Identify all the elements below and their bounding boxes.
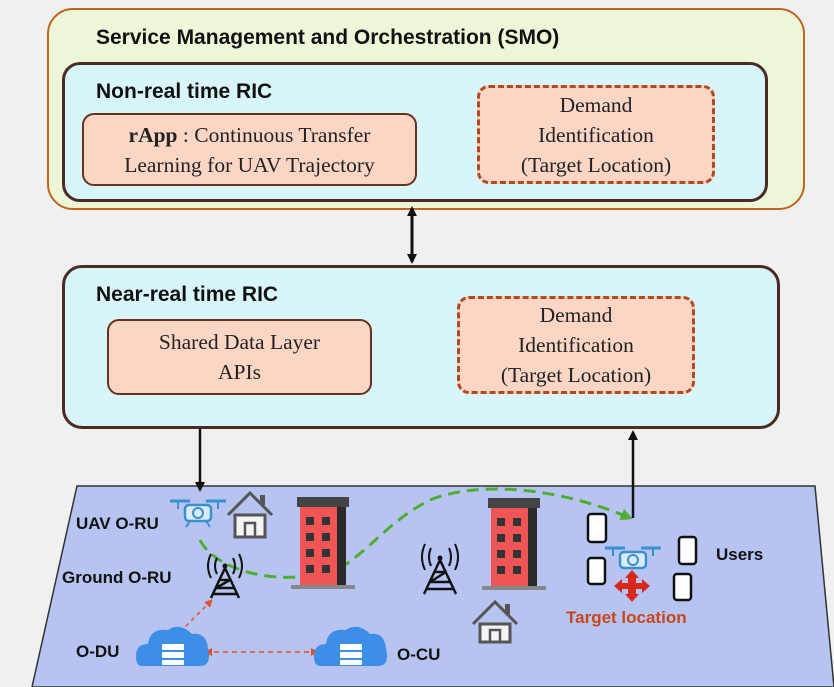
- drone-icon: [605, 546, 661, 570]
- phone-icon: [672, 572, 693, 602]
- sdl-line1: Shared Data Layer: [158, 330, 321, 354]
- non-rt-ric-title: Non-real time RIC: [96, 80, 273, 103]
- house-icon: [226, 490, 274, 539]
- near-rt-demand-line1: Demand: [539, 303, 613, 327]
- non-rt-demand-box: Demand Identification (Target Location): [477, 85, 715, 184]
- non-rt-demand-line1: Demand: [559, 92, 633, 117]
- sdl-box: Shared Data Layer APIs: [107, 319, 372, 395]
- phone-icon: [677, 535, 698, 566]
- non-rt-demand-line2: Identification: [538, 122, 654, 147]
- rapp-line2: Learning for UAV Trajectory: [124, 152, 375, 177]
- non-rt-demand-line3: (Target Location): [520, 152, 672, 177]
- ground-oru-label: Ground O-RU: [62, 568, 172, 587]
- phone-icon: [586, 556, 607, 586]
- target-arrows-icon: [614, 570, 650, 602]
- building-icon: [482, 498, 546, 590]
- odu-label: O-DU: [76, 642, 120, 661]
- ocu-label: O-CU: [397, 645, 441, 664]
- building-icon: [291, 497, 355, 589]
- rapp-box: rApp : Continuous Transfer Learning for …: [82, 113, 417, 186]
- smo-title: Service Management and Orchestration (SM…: [96, 26, 560, 49]
- house-icon: [471, 599, 519, 644]
- cloud-server-icon: [136, 626, 209, 666]
- sdl-line2: APIs: [217, 360, 261, 384]
- near-rt-demand-box: Demand Identification (Target Location): [457, 296, 695, 394]
- cloud-server-icon: [314, 626, 387, 666]
- phone-icon: [586, 512, 608, 544]
- near-rt-demand-line3: (Target Location): [500, 363, 652, 387]
- ground-plane: [31, 485, 834, 687]
- rapp-line1: : Continuous Transfer: [177, 122, 371, 147]
- tower-icon: [421, 543, 459, 595]
- uav-oru-label: UAV O-RU: [76, 514, 159, 533]
- near-rt-demand-line2: Identification: [518, 333, 634, 357]
- users-label: Users: [716, 545, 764, 564]
- drone-icon: [170, 499, 226, 528]
- target-location-label: Target location: [566, 608, 687, 627]
- uav-trajectory: [198, 487, 633, 579]
- near-rt-ric-title: Near-real time RIC: [96, 283, 279, 306]
- rapp-bold-label: rApp: [128, 122, 178, 147]
- tower-icon: [207, 553, 243, 599]
